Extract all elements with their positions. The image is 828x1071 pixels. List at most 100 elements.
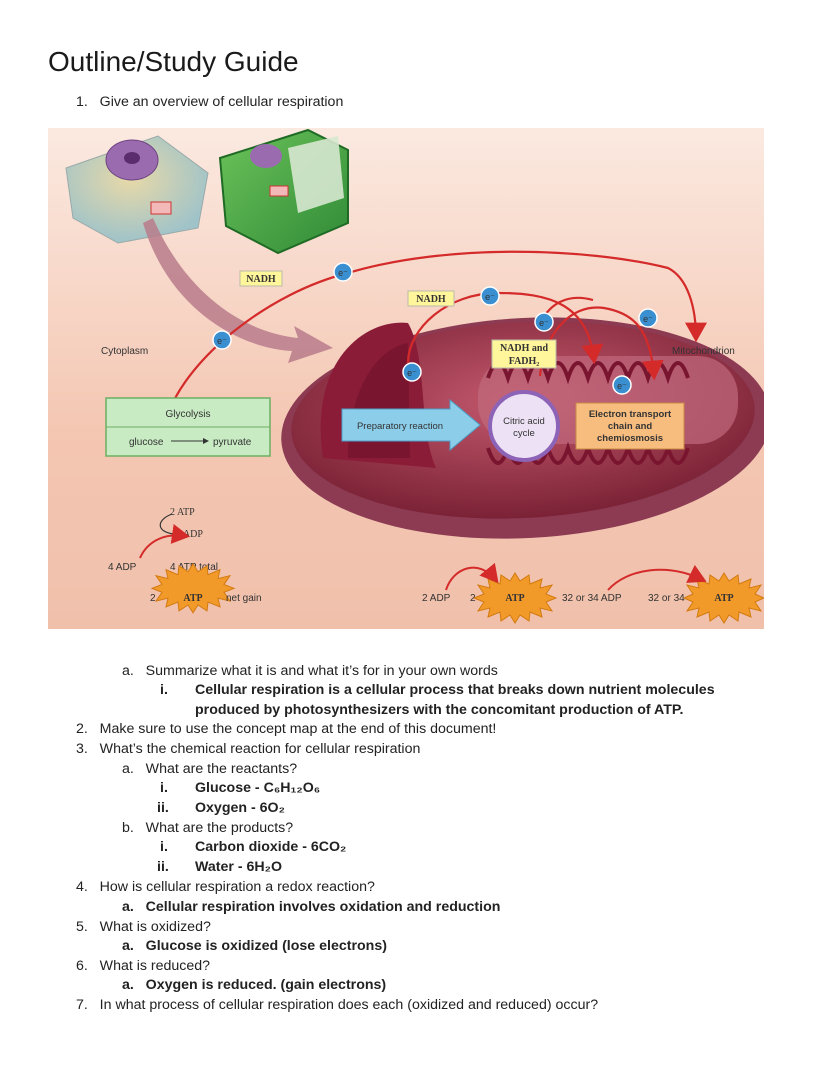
electron-label: e⁻ (338, 268, 348, 278)
page-title: Outline/Study Guide (48, 46, 299, 77)
nadh-box (239, 270, 283, 287)
question-text: In what process of cellular respiration … (99, 997, 599, 1013)
question-3: 3. What’s the chemical reaction for cell… (76, 740, 420, 758)
atp-label: ATP (505, 593, 524, 604)
answer-text: Cellular respiration involves oxidation … (145, 899, 501, 915)
preparatory-reaction-arrow: Preparatory reaction (341, 398, 481, 452)
answer-1a-i: i. Cellular respiration is a cellular pr… (160, 681, 715, 699)
question-7: 7. In what process of cellular respirati… (76, 996, 598, 1014)
item-letter: a. (122, 663, 134, 679)
question-number: 6. (76, 958, 88, 974)
cytoplasm-label: Cytoplasm (101, 346, 148, 357)
question-5: 5. What is oxidized? (76, 918, 211, 936)
answer-3a-i: i. Glucose - C₆H₁₂O₆ (160, 779, 320, 797)
answer-text-line2: produced by photosynthesizers with the c… (195, 702, 684, 718)
item-letter: a. (122, 899, 134, 915)
citric-acid-cycle: Citric acid cycle (488, 390, 560, 462)
mitochondrion-label: Mitochondrion (672, 346, 735, 357)
purple-arrow (143, 218, 333, 363)
answer-3b-ii: ii. Water - 6H₂O (157, 858, 282, 876)
question-1a: a. Summarize what it is and what it’s fo… (122, 662, 498, 680)
four-adp-label: 4 ADP (108, 562, 137, 573)
electron-transport-box: Electron transport chain and chemiosmosi… (575, 402, 685, 450)
question-number: 2. (76, 721, 88, 737)
citric-acid-label-line2: cycle (513, 428, 535, 439)
adp-32-34-label: 32 or 34 ADP (562, 593, 622, 604)
question-4: 4. How is cellular respiration a redox r… (76, 878, 375, 896)
electron-label: e⁻ (217, 336, 227, 346)
atp-label: ATP (183, 593, 202, 604)
question-number: 3. (76, 741, 88, 757)
answer-text-line1: Cellular respiration is a cellular proce… (195, 682, 715, 698)
atp-label: ATP (714, 593, 733, 604)
atp-burst-3: ATP (682, 572, 764, 624)
item-letter: b. (122, 820, 134, 836)
electron-label: e⁻ (407, 368, 417, 378)
atp-burst-1: ATP (150, 562, 236, 614)
item-text: Summarize what it is and what it’s for i… (145, 663, 498, 679)
item-roman: i. (160, 839, 168, 855)
item-letter: a. (122, 977, 134, 993)
question-6: 6. What is reduced? (76, 957, 210, 975)
item-roman: ii. (157, 859, 169, 875)
question-text: What is reduced? (99, 958, 211, 974)
adp-to-atp-arrow (607, 564, 707, 591)
question-text: What’s the chemical reaction for cellula… (99, 741, 421, 757)
glycolysis-label: Glycolysis (165, 409, 210, 420)
net-gain-label: net gain (226, 593, 262, 604)
question-3b: b. What are the products? (122, 819, 293, 837)
item-roman: ii. (157, 800, 169, 816)
answer-6a: a. Oxygen is reduced. (gain electrons) (122, 976, 386, 994)
question-number: 4. (76, 879, 88, 895)
answer-text: Oxygen is reduced. (gain electrons) (145, 977, 387, 993)
etc-label-line1: Electron transport (589, 409, 672, 420)
electron-markers: e⁻ e⁻ e⁻ e⁻ e⁻ e⁻ e⁻ (212, 262, 658, 395)
answer-3a-ii: ii. Oxygen - 6O₂ (157, 799, 285, 817)
etc-label-line2: chain and (608, 421, 653, 432)
question-number: 5. (76, 919, 88, 935)
item-roman: i. (160, 682, 168, 698)
question-2: 2. Make sure to use the concept map at t… (76, 720, 496, 738)
answer-text: Glucose is oxidized (lose electrons) (145, 938, 387, 954)
etc-label-line3: chemiosmosis (597, 433, 663, 444)
two-adp-2-label: 2 ADP (422, 593, 451, 604)
answer-4a: a. Cellular respiration involves oxidati… (122, 898, 500, 916)
question-3a: a. What are the reactants? (122, 760, 297, 778)
answer-3b-i: i. Carbon dioxide - 6CO₂ (160, 838, 346, 856)
question-text: What is oxidized? (99, 919, 211, 935)
nadh-box (407, 290, 455, 307)
item-text: What are the products? (145, 820, 294, 836)
atp-32-34-label: 32 or 34 (648, 593, 685, 604)
animal-cell-illustration (65, 135, 209, 244)
answer-text: Water - 6H₂O (195, 859, 282, 875)
electron-label: e⁻ (485, 292, 495, 302)
atp-burst-2: ATP (472, 572, 558, 624)
nadh-label: NADH (246, 274, 276, 285)
plant-cell-illustration (218, 128, 349, 255)
nadh-fadh-label-line2: FADH₂ (509, 356, 540, 367)
glycolysis-box: Glycolysis glucose pyruvate (105, 397, 271, 457)
question-number: 1. (76, 94, 88, 110)
question-text: How is cellular respiration a redox reac… (99, 879, 375, 895)
answer-text: Oxygen - 6O₂ (195, 800, 285, 816)
item-roman: i. (160, 780, 168, 796)
item-text: What are the reactants? (145, 761, 298, 777)
nadh-fadh-label-line1: NADH and (500, 343, 549, 354)
answer-text: Carbon dioxide - 6CO₂ (195, 839, 347, 855)
pyruvate-label: pyruvate (213, 437, 252, 448)
citric-acid-label-line1: Citric acid (503, 416, 545, 427)
figure-svg: e⁻ e⁻ e⁻ e⁻ e⁻ e⁻ e⁻ NADH NADH NADH and … (48, 128, 764, 629)
question-number: 7. (76, 997, 88, 1013)
prep-reaction-label: Preparatory reaction (357, 421, 443, 432)
electron-label: e⁻ (539, 318, 549, 328)
two-atp-label: 2 ATP (170, 507, 195, 518)
answer-text: Glucose - C₆H₁₂O₆ (195, 780, 321, 796)
cellular-respiration-figure: e⁻ e⁻ e⁻ e⁻ e⁻ e⁻ e⁻ NADH NADH NADH and … (48, 128, 764, 629)
question-text: Make sure to use the concept map at the … (99, 721, 497, 737)
nadh-label: NADH (416, 294, 446, 305)
nadh-fadh-box (491, 339, 557, 369)
electron-label: e⁻ (617, 381, 627, 391)
answer-5a: a. Glucose is oxidized (lose electrons) (122, 937, 387, 955)
item-letter: a. (122, 761, 134, 777)
item-letter: a. (122, 938, 134, 954)
